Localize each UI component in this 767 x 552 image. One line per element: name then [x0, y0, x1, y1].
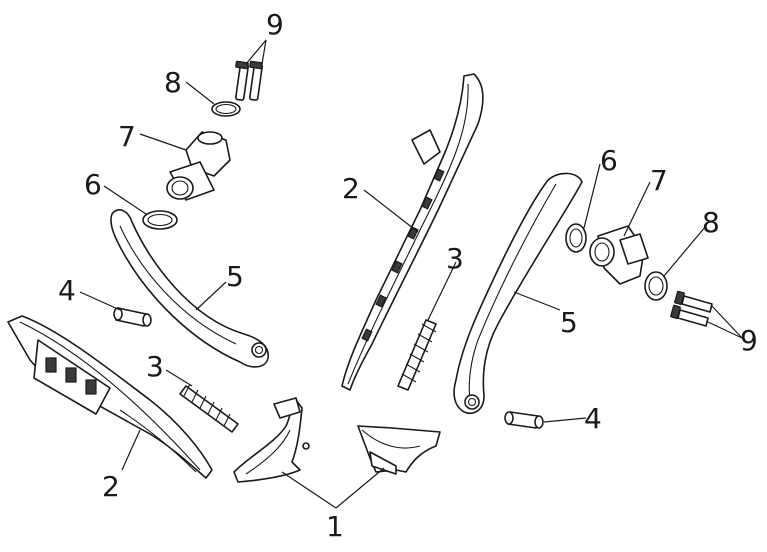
callout-6-upper: 6 [84, 168, 102, 201]
callout-2-center: 2 [342, 172, 360, 205]
chain-guide-center [341, 73, 484, 391]
callout-9-right: 9 [740, 324, 758, 357]
callout-7-upper: 7 [118, 120, 136, 153]
tensioner-right [589, 225, 649, 285]
gasket-ring-right [565, 223, 587, 253]
spring-center [397, 319, 437, 391]
chain-guide-left [7, 315, 213, 479]
bolt-pair-right [670, 290, 713, 327]
callout-3-left: 3 [146, 350, 164, 383]
leader-lines [79, 39, 743, 509]
guide-bracket-right [357, 425, 441, 475]
bolt-pair-upper [234, 60, 264, 101]
callout-9-upper: 9 [266, 8, 284, 41]
tensioner-arm-right [453, 172, 583, 414]
guide-bracket-left [233, 397, 310, 483]
callout-6-right: 6 [600, 144, 618, 177]
o-ring-right [644, 271, 668, 301]
callout-8-upper: 8 [164, 66, 182, 99]
callout-8-right: 8 [702, 206, 720, 239]
pivot-pin-left [113, 307, 152, 327]
callout-3-center: 3 [446, 242, 464, 275]
callout-1: 1 [326, 510, 344, 543]
callout-4-right: 4 [584, 402, 602, 435]
callout-labels: 9 8 7 6 4 5 3 2 1 2 3 5 6 7 8 4 9 [58, 8, 758, 543]
tensioner-upper [166, 131, 231, 201]
pivot-pin-right [504, 411, 544, 429]
callout-5-left: 5 [226, 260, 244, 293]
spring-left [179, 383, 239, 433]
callout-7-right: 7 [650, 164, 668, 197]
callout-4-left: 4 [58, 274, 76, 307]
gasket-ring-upper [142, 210, 178, 230]
callout-2-left: 2 [102, 470, 120, 503]
tensioner-arm-left [110, 209, 269, 368]
callout-5-right: 5 [560, 306, 578, 339]
